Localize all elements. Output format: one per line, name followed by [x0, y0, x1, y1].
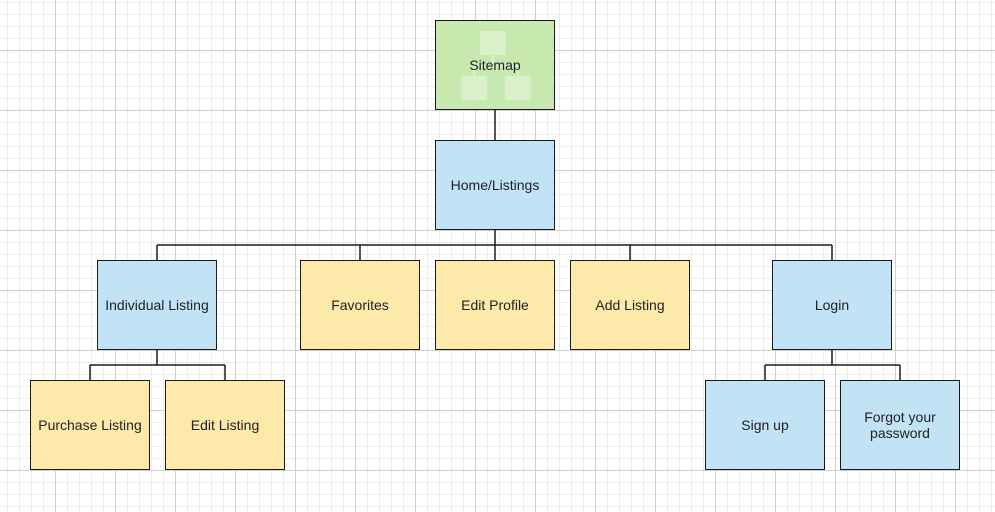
node-forgot-password-label: Forgot your password	[864, 409, 936, 441]
node-edit-profile-label: Edit Profile	[461, 297, 529, 313]
node-edit-profile[interactable]: Edit Profile	[435, 260, 555, 350]
sitemap-icon	[436, 21, 554, 109]
node-add-listing-label: Add Listing	[595, 297, 665, 313]
node-add-listing[interactable]: Add Listing	[570, 260, 690, 350]
node-sitemap-label: Sitemap	[469, 57, 521, 73]
node-login-label: Login	[814, 297, 850, 313]
node-favorites[interactable]: Favorites	[300, 260, 420, 350]
node-sign-up-label: Sign up	[741, 417, 789, 433]
node-edit-listing[interactable]: Edit Listing	[165, 380, 285, 470]
node-edit-listing-label: Edit Listing	[190, 417, 260, 433]
node-forgot-password[interactable]: Forgot your password	[840, 380, 960, 470]
node-sign-up[interactable]: Sign up	[705, 380, 825, 470]
node-purchase-listing-label: Purchase Listing	[38, 417, 142, 433]
node-home-listings[interactable]: Home/Listings	[435, 140, 555, 230]
node-individual-listing[interactable]: Individual Listing	[97, 260, 217, 350]
node-individual-listing-label: Individual Listing	[105, 297, 209, 313]
node-login[interactable]: Login	[772, 260, 892, 350]
node-favorites-label: Favorites	[331, 297, 389, 313]
node-purchase-listing[interactable]: Purchase Listing	[30, 380, 150, 470]
node-sitemap[interactable]: Sitemap	[435, 20, 555, 110]
node-home-listings-label: Home/Listings	[450, 177, 540, 193]
